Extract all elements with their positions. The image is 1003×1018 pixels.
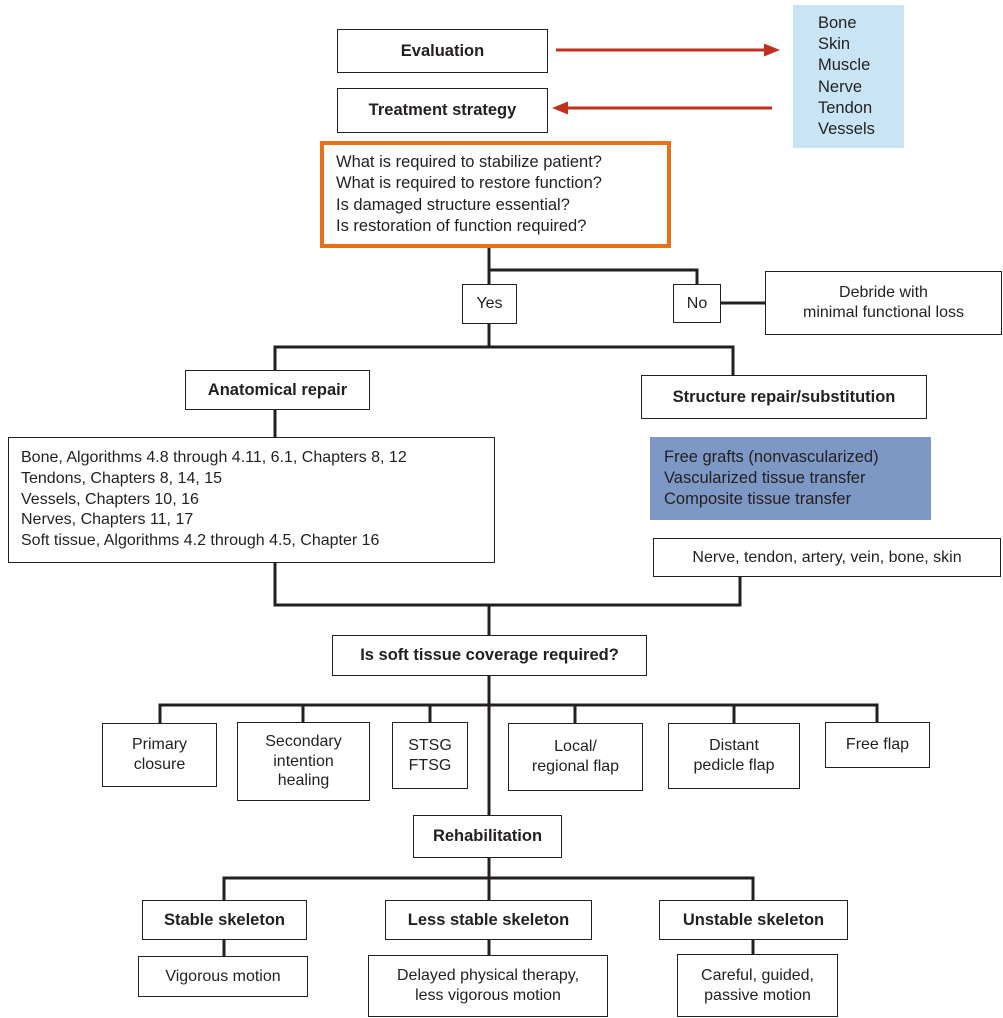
secondary-intention-box: Secondary intention healing (237, 722, 370, 801)
distant-pedicle-flap-box: Distant pedicle flap (668, 723, 800, 789)
primary-closure-box: Primary closure (102, 723, 217, 787)
graft-sources-box: Nerve, tendon, artery, vein, bone, skin (653, 538, 1001, 577)
rehabilitation-box: Rehabilitation (413, 815, 562, 858)
arrow-head-right-icon (764, 43, 780, 57)
less-stable-skeleton-box: Less stable skeleton (385, 900, 592, 940)
vigorous-motion-box: Vigorous motion (138, 956, 308, 997)
delayed-therapy-box: Delayed physical therapy, less vigorous … (368, 955, 608, 1017)
structure-repair-box: Structure repair/substitution (641, 375, 927, 419)
careful-motion-box: Careful, guided, passive motion (677, 954, 838, 1017)
assessment-questions-box: What is required to stabilize patient? W… (320, 141, 671, 248)
graft-options-panel: Free grafts (nonvascularized) Vasculariz… (650, 437, 931, 520)
stable-skeleton-box: Stable skeleton (142, 900, 307, 940)
debride-box: Debride with minimal functional loss (765, 271, 1002, 335)
anatomical-repair-box: Anatomical repair (185, 370, 370, 410)
tissue-list-panel: Bone Skin Muscle Nerve Tendon Vessels (793, 5, 904, 148)
stsg-ftsg-box: STSG FTSG (392, 722, 468, 789)
repair-details-box: Bone, Algorithms 4.8 through 4.11, 6.1, … (8, 437, 495, 563)
local-regional-flap-box: Local/ regional flap (508, 723, 643, 791)
soft-tissue-question-box: Is soft tissue coverage required? (332, 635, 647, 676)
free-flap-box: Free flap (825, 722, 930, 768)
evaluation-box: Evaluation (337, 29, 548, 73)
no-box: No (673, 284, 721, 323)
treatment-strategy-box: Treatment strategy (337, 88, 548, 133)
arrow-head-left-icon (552, 101, 568, 115)
yes-box: Yes (462, 284, 517, 324)
unstable-skeleton-box: Unstable skeleton (659, 900, 848, 940)
